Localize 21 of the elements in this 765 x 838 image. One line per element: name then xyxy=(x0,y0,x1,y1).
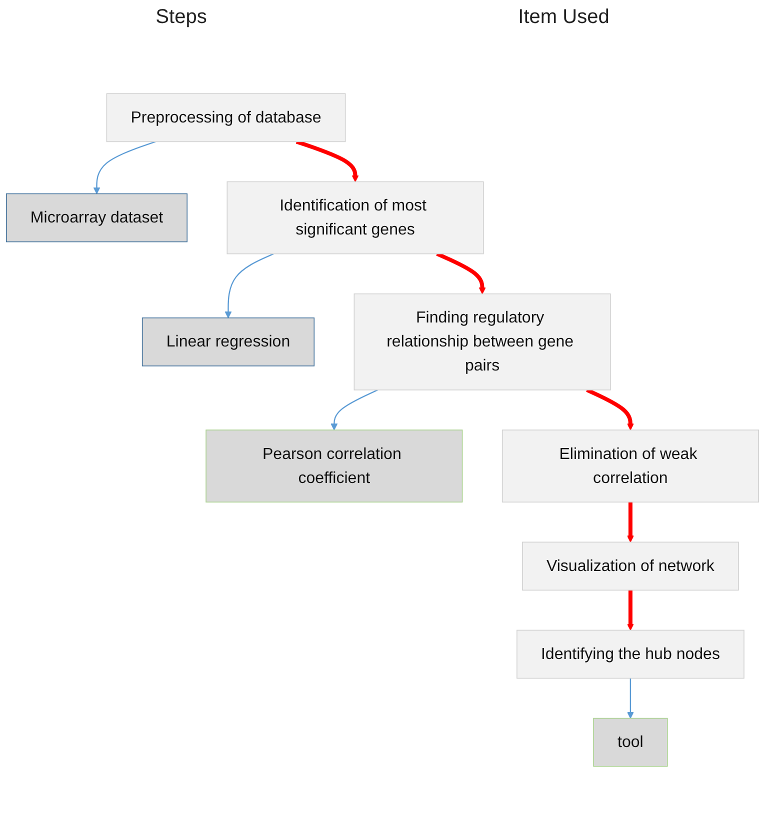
arrow xyxy=(626,590,634,631)
arrow xyxy=(224,253,274,318)
arrow xyxy=(436,252,486,294)
column-heading: Item Used xyxy=(518,6,610,29)
node-box: Microarray dataset xyxy=(6,193,188,242)
arrow xyxy=(93,141,156,194)
node-box: tool xyxy=(593,718,668,767)
arrow xyxy=(296,140,359,182)
arrow xyxy=(586,388,634,430)
node-box: Preprocessing of database xyxy=(106,93,346,142)
arrow xyxy=(330,389,378,430)
column-heading: Steps xyxy=(156,6,207,29)
node-box: Elimination of weak correlation xyxy=(502,430,759,502)
node-box: Linear regression xyxy=(142,317,315,366)
node-box: Finding regulatory relationship between gene pairs xyxy=(354,293,611,390)
node-box: Identifying the hub nodes xyxy=(516,630,744,679)
node-box: Visualization of network xyxy=(522,542,739,591)
node-box: Identification of most significant genes xyxy=(226,181,484,254)
arrow xyxy=(626,502,634,542)
node-box: Pearson correlation coefficient xyxy=(206,430,463,502)
arrow xyxy=(626,678,634,719)
